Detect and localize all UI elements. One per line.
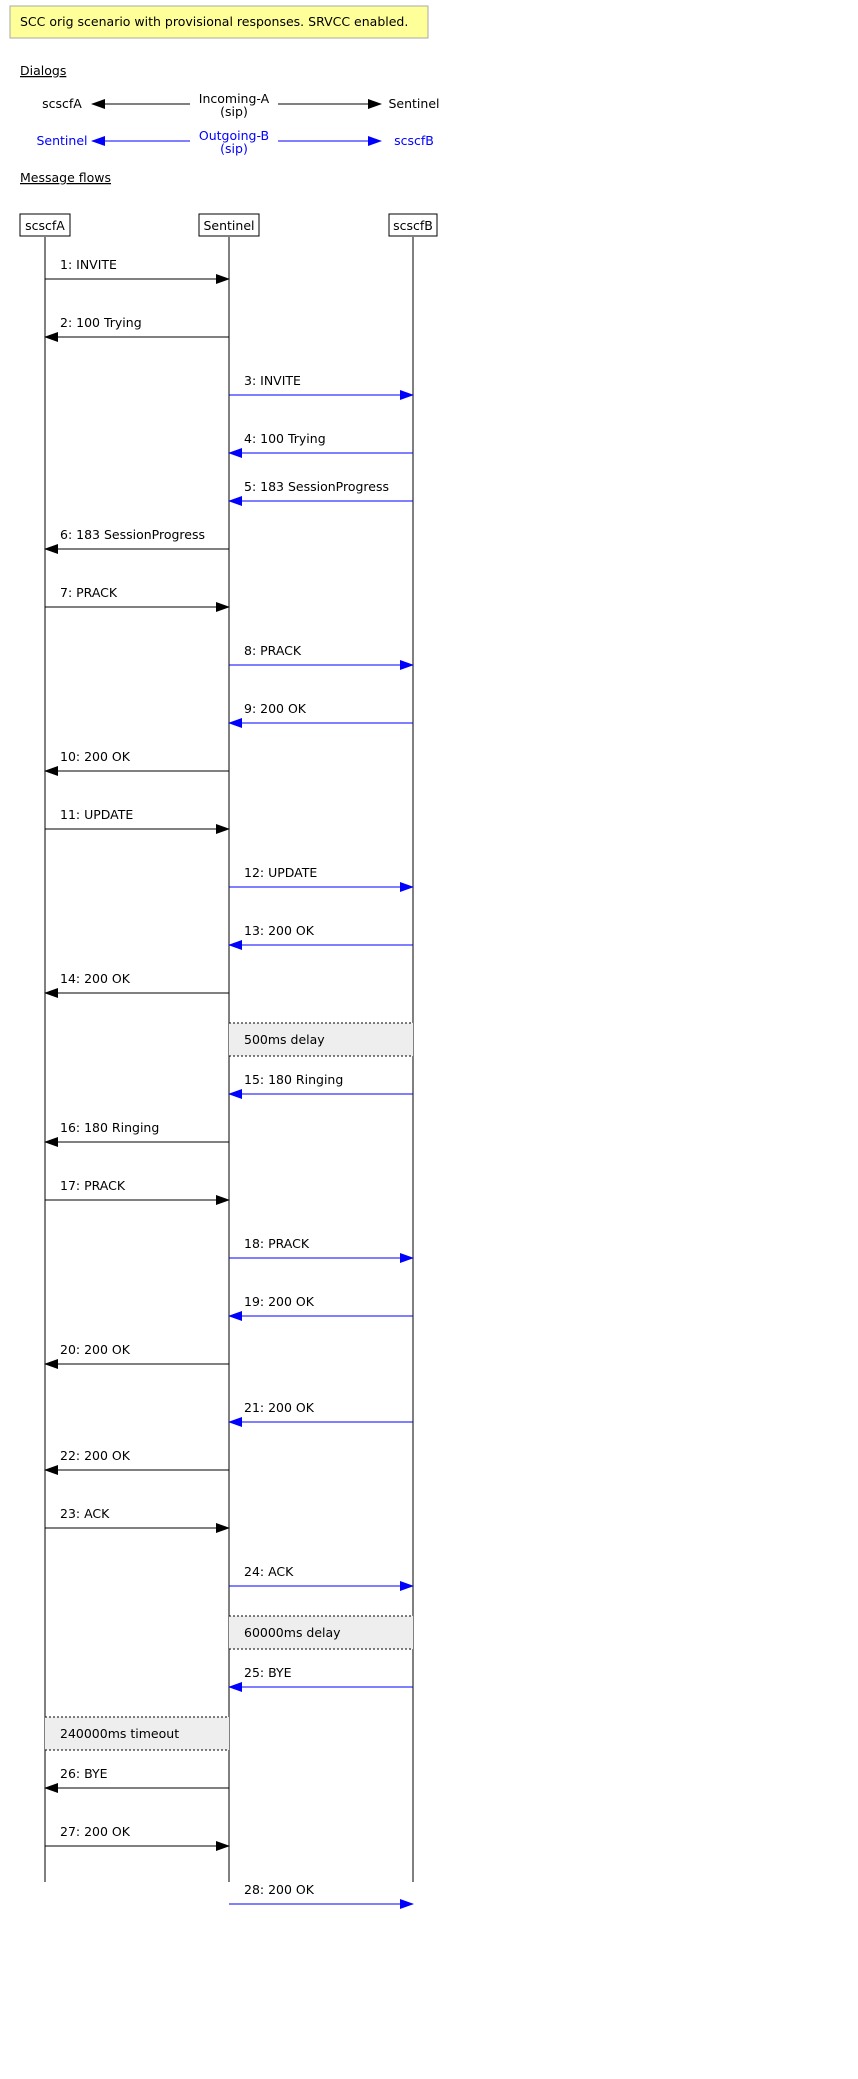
message-label: 9: 200 OK — [244, 701, 307, 716]
message-label: 3: INVITE — [244, 373, 301, 388]
message-label: 25: BYE — [244, 1665, 292, 1680]
message-24-23-ack: 23: ACK — [45, 1506, 230, 1533]
message-label: 17: PRACK — [60, 1178, 126, 1193]
delay-label: 500ms delay — [244, 1032, 325, 1047]
message-29-26-bye: 26: BYE — [44, 1766, 229, 1793]
participant-box — [198, 213, 260, 237]
message-label: 7: PRACK — [60, 585, 118, 600]
message-11-11-update: 11: UPDATE — [45, 807, 230, 834]
delay-box — [45, 1717, 229, 1750]
message-4-4-100-trying: 4: 100 Trying — [228, 431, 413, 458]
dialog-protocol: (sip) — [220, 104, 248, 119]
participant-label: scscfB — [393, 218, 433, 233]
message-30-27-200-ok: 27: 200 OK — [45, 1824, 230, 1851]
title-text: SCC orig scenario with provisional respo… — [20, 14, 408, 29]
message-10-10-200-ok: 10: 200 OK — [44, 749, 229, 776]
message-21-20-200-ok: 20: 200 OK — [44, 1342, 229, 1369]
message-label: 13: 200 OK — [244, 923, 315, 938]
message-label: 1: INVITE — [60, 257, 117, 272]
dialog-right-endpoint: Sentinel — [388, 96, 439, 111]
delay-500ms-delay: 500ms delay — [229, 1022, 413, 1057]
title-note: SCC orig scenario with provisional respo… — [9, 5, 429, 39]
message-label: 14: 200 OK — [60, 971, 131, 986]
message-27-25-bye: 25: BYE — [228, 1665, 413, 1692]
message-14-14-200-ok: 14: 200 OK — [44, 971, 229, 998]
participant-label: Sentinel — [203, 218, 254, 233]
message-flows: 1: INVITE 2: 100 Trying 3: INVITE 4: 100 Tr… — [44, 257, 414, 1909]
message-13-13-200-ok: 13: 200 OK — [228, 923, 413, 950]
delay-box — [229, 1023, 413, 1056]
message-2-2-100-trying: 2: 100 Trying — [44, 315, 229, 342]
message-flows-heading: Message flows — [20, 170, 111, 185]
dialog-protocol: (sip) — [220, 141, 248, 156]
message-8-8-prack: 8: PRACK — [229, 643, 414, 670]
delay-240000ms-timeout: 240000ms timeout — [45, 1716, 229, 1751]
message-3-3-invite: 3: INVITE — [229, 373, 414, 400]
message-20-19-200-ok: 19: 200 OK — [228, 1294, 413, 1321]
message-5-5-183-sessionprogress: 5: 183 SessionProgress — [228, 479, 413, 506]
message-1-1-invite: 1: INVITE — [45, 257, 230, 284]
message-label: 24: ACK — [244, 1564, 294, 1579]
message-label: 15: 180 Ringing — [244, 1072, 343, 1087]
participant-scscfa: scscfA — [19, 213, 71, 1882]
message-label: 8: PRACK — [244, 643, 302, 658]
message-12-12-update: 12: UPDATE — [229, 865, 414, 892]
delay-label: 60000ms delay — [244, 1625, 341, 1640]
dialog-left-endpoint: Sentinel — [36, 133, 87, 148]
participant-box — [388, 213, 438, 237]
message-label: 11: UPDATE — [60, 807, 133, 822]
dialog-left-endpoint: scscfA — [42, 96, 82, 111]
message-label: 12: UPDATE — [244, 865, 317, 880]
participant-scscfb: scscfB — [388, 213, 438, 1882]
delay-label: 240000ms timeout — [60, 1726, 179, 1741]
dialog-label: Incoming-A — [199, 91, 270, 106]
message-7-7-prack: 7: PRACK — [45, 585, 230, 612]
message-label: 10: 200 OK — [60, 749, 131, 764]
message-22-21-200-ok: 21: 200 OK — [228, 1400, 413, 1427]
dialogs-heading: Dialogs — [20, 63, 66, 78]
message-label: 22: 200 OK — [60, 1448, 131, 1463]
message-label: 16: 180 Ringing — [60, 1120, 159, 1135]
message-label: 5: 183 SessionProgress — [244, 479, 389, 494]
message-19-18-prack: 18: PRACK — [229, 1236, 414, 1263]
dialog-row-incoming-a: scscfA Incoming-A(sip) Sentinel — [42, 91, 439, 119]
message-16-15-180-ringing: 15: 180 Ringing — [228, 1072, 413, 1099]
message-31-28-200-ok: 28: 200 OK — [229, 1882, 414, 1909]
participants: scscfA Sentinel scscfB — [19, 213, 438, 1882]
dialog-right-endpoint: scscfB — [394, 133, 434, 148]
message-18-17-prack: 17: PRACK — [45, 1178, 230, 1205]
message-17-16-180-ringing: 16: 180 Ringing — [44, 1120, 229, 1147]
message-label: 28: 200 OK — [244, 1882, 315, 1897]
message-6-6-183-sessionprogress: 6: 183 SessionProgress — [44, 527, 229, 554]
message-label: 18: PRACK — [244, 1236, 310, 1251]
participant-box — [19, 213, 71, 237]
participant-sentinel: Sentinel — [198, 213, 260, 1882]
message-label: 27: 200 OK — [60, 1824, 131, 1839]
message-label: 26: BYE — [60, 1766, 108, 1781]
message-23-22-200-ok: 22: 200 OK — [44, 1448, 229, 1475]
message-label: 20: 200 OK — [60, 1342, 131, 1357]
message-label: 6: 183 SessionProgress — [60, 527, 205, 542]
message-label: 4: 100 Trying — [244, 431, 326, 446]
message-9-9-200-ok: 9: 200 OK — [228, 701, 413, 728]
message-label: 23: ACK — [60, 1506, 110, 1521]
dialog-label: Outgoing-B — [199, 128, 269, 143]
message-label: 2: 100 Trying — [60, 315, 142, 330]
message-25-24-ack: 24: ACK — [229, 1564, 414, 1591]
message-label: 19: 200 OK — [244, 1294, 315, 1309]
title-note-box — [9, 5, 429, 39]
dialog-row-outgoing-b: Sentinel Outgoing-B(sip) scscfB — [36, 128, 433, 156]
delay-60000ms-delay: 60000ms delay — [229, 1615, 413, 1650]
participant-label: scscfA — [25, 218, 65, 233]
delay-box — [229, 1616, 413, 1649]
message-label: 21: 200 OK — [244, 1400, 315, 1415]
